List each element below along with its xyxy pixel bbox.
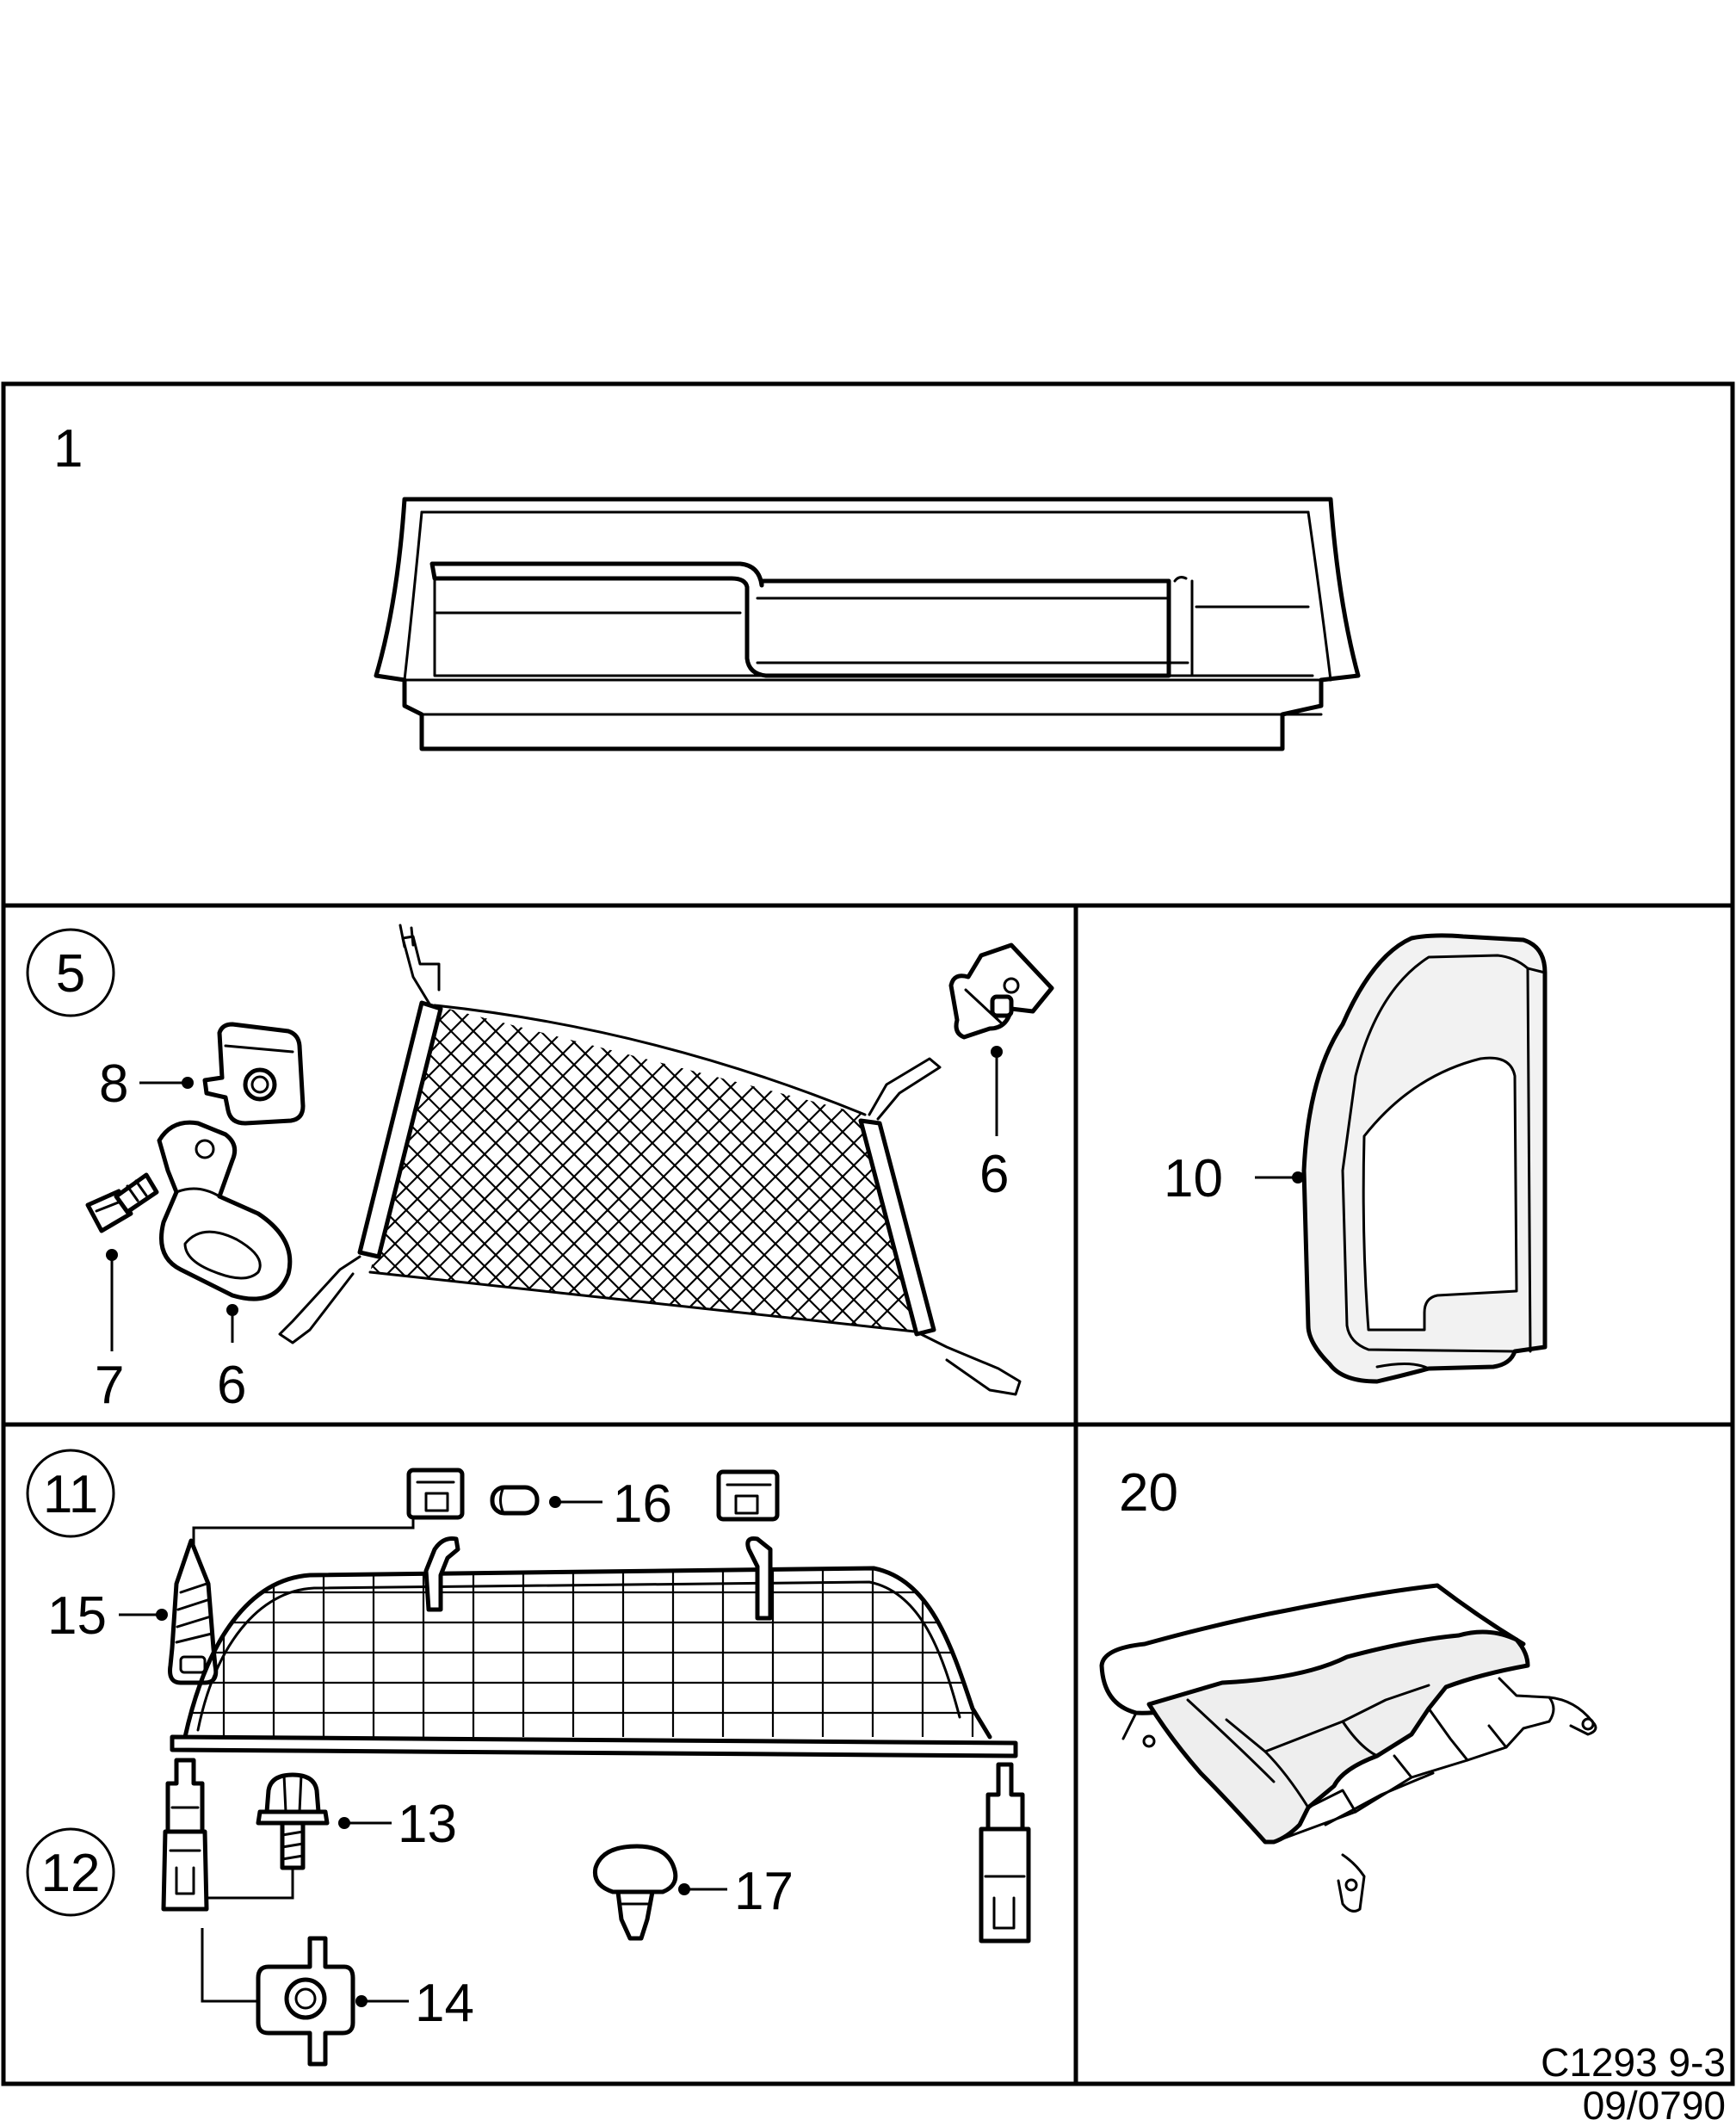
guard-nut-part [256,1936,355,2067]
guard-bolt-part [256,1772,330,1870]
net-hook-label: 6 [979,1145,1009,1204]
guard-pin-label: 16 [613,1474,672,1534]
side-cover-part [1301,933,1548,1384]
guard-clip-label: 17 [734,1862,794,1921]
guard-nut-label: 14 [415,1974,474,2033]
guard-pin-leader-dot [549,1496,561,1508]
figure-code-line1: C1293 9-3 [1541,2040,1726,2085]
guard-bolt-label: 13 [398,1795,457,1854]
load-guard-grid [185,1568,990,1737]
screw-part [168,1538,219,1685]
net-hook-leader-dot [991,1046,1003,1058]
net-eye-leader-dot [226,1304,238,1316]
guard-screw-label: 15 [47,1586,107,1646]
luggage-tray [374,497,1361,751]
panel-blind: 20 [1099,1463,1597,1913]
panel-net: 5 8 7 6 [26,924,1054,1415]
cage-nut-part [202,1022,306,1126]
tray-label: 1 [53,419,83,479]
guard-group-label-upper: 11 [43,1465,98,1524]
net-bolt-leader-dot [106,1249,118,1261]
bracket-right-part [716,1469,780,1522]
guard-clip-part [592,1844,678,1941]
side-cover-leader-dot [1292,1171,1304,1184]
figure-code-line2: 09/0790 [1583,2083,1726,2126]
mount-right-part [979,1762,1031,1944]
net-nut-label: 8 [99,1054,128,1114]
net-group-badge [26,928,115,1017]
panel-frames [1,381,1735,2086]
guard-bracket-link [192,1517,415,1549]
guard-nut-leader-dot [355,1995,368,2007]
guard-nut-link [201,1928,258,2003]
guard-group-badge-lower [26,1827,115,1917]
guard-bolt-leader-dot [338,1817,350,1829]
net-bolt-label: 7 [95,1356,124,1415]
guard-bolt-link [208,1870,294,1900]
roller-blind-part [1099,1583,1597,1913]
panel-tray: 1 [53,419,1361,751]
pin-part [490,1485,540,1516]
panel-blind-frame [1073,1422,1735,2086]
guard-clip-leader-dot [678,1883,690,1895]
net-nut-leader-dot [182,1077,194,1089]
eye-bracket-part [157,1120,293,1301]
bracket-left-part [406,1468,465,1520]
figure-code: C1293 9-3 09/0790 [1541,2040,1726,2126]
guard-group-badge-upper [26,1449,115,1538]
panel-guard: 11 12 16 15 [26,1449,1031,2067]
blind-label: 20 [1119,1463,1178,1523]
mount-left-part [161,1758,209,1912]
load-guard-part [170,1536,1018,1758]
net-group-label: 5 [56,944,85,1004]
side-cover-label: 10 [1164,1149,1223,1208]
net-eye-label: 6 [217,1356,246,1415]
bolt-part [85,1172,159,1233]
guard-screw-leader-dot [156,1609,168,1621]
panel-side-cover: 10 [1164,933,1548,1384]
hook-part [948,942,1054,1040]
guard-group-label-lower: 12 [41,1844,101,1903]
